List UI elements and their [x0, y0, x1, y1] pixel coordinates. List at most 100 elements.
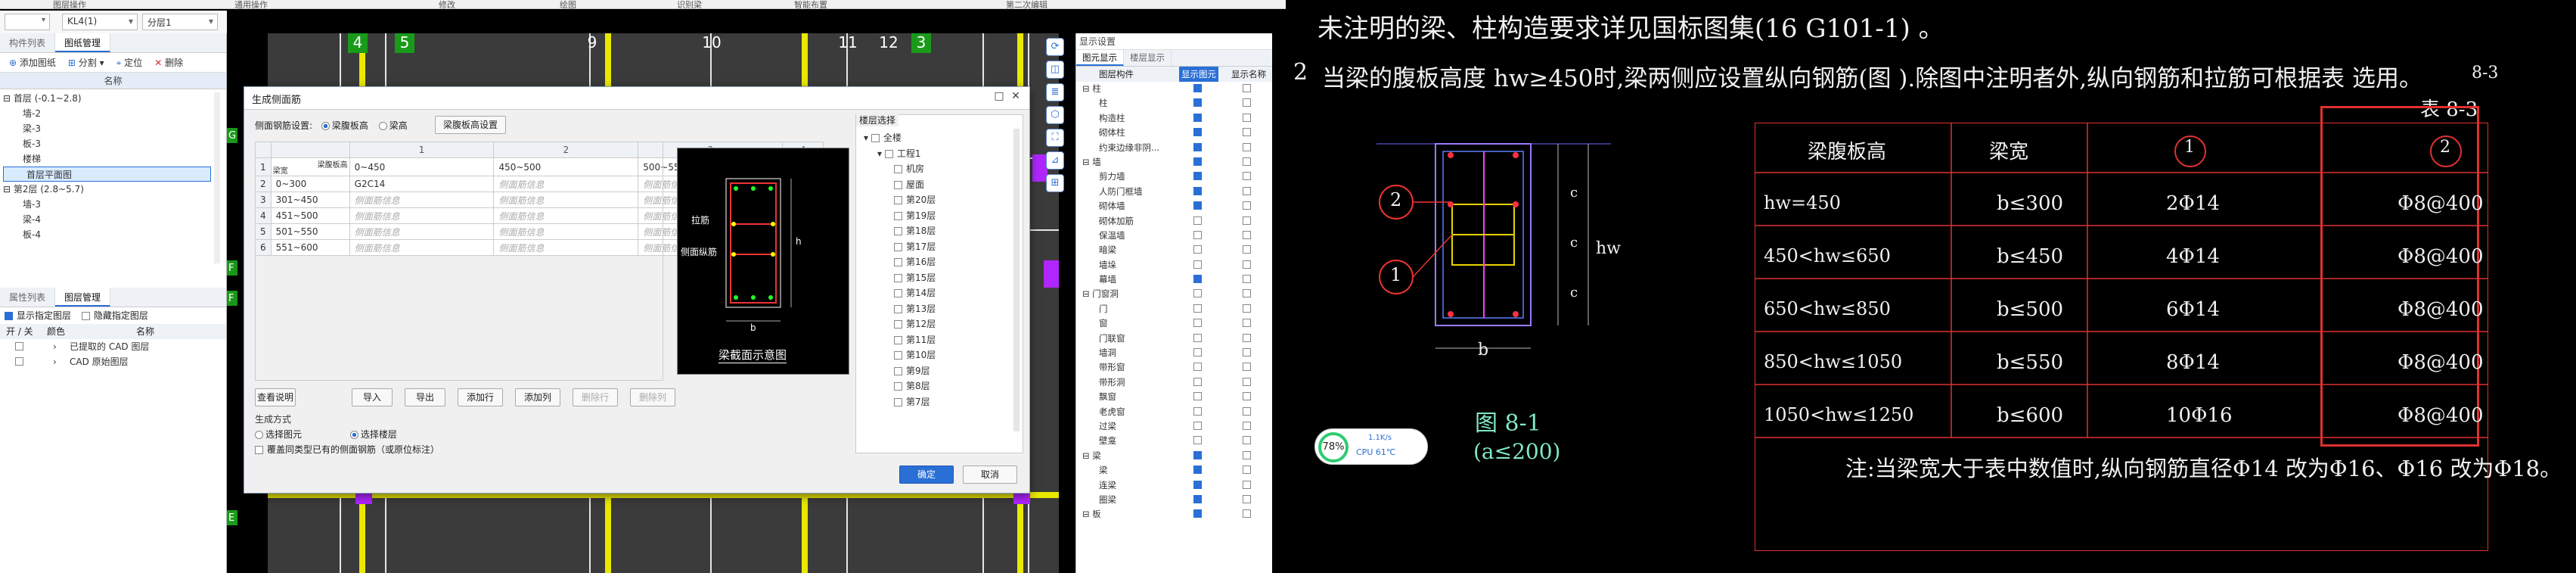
show-name-checkbox[interactable] — [1243, 509, 1251, 519]
show-element-checkbox[interactable] — [1193, 480, 1202, 489]
floor-item[interactable]: 第13层 — [894, 301, 1015, 317]
show-name-checkbox[interactable] — [1243, 275, 1251, 284]
table-cell[interactable]: 侧面筋信息 — [349, 192, 495, 208]
table-cell[interactable]: 侧面筋信息 — [349, 223, 495, 240]
display-row[interactable]: 壁龛 — [1076, 434, 1272, 448]
tree-item[interactable]: 板-4 — [23, 229, 41, 240]
display-row[interactable]: ⊟ 墙 — [1076, 155, 1272, 170]
display-row[interactable]: 剪力墙 — [1076, 170, 1272, 184]
fit-view-icon[interactable]: ⛶ — [1046, 129, 1064, 147]
display-row[interactable]: 墙垛 — [1076, 258, 1272, 272]
split-button[interactable]: ⊞ 分割 ▾ — [67, 58, 104, 68]
show-element-checkbox[interactable] — [1193, 157, 1202, 166]
add-column-button[interactable]: 添加列 — [515, 388, 560, 406]
display-row[interactable]: 砌体柱 — [1076, 126, 1272, 140]
show-element-checkbox[interactable] — [1193, 113, 1202, 122]
floor-item[interactable]: 第10层 — [894, 347, 1015, 363]
layer-combo[interactable]: 分层1 — [142, 14, 218, 30]
tab-drawing-management[interactable]: 图纸管理 — [55, 33, 111, 52]
perf-widget[interactable]: 78% 1.1K/s CPU 61℃ — [1314, 428, 1428, 465]
delete-row-button[interactable]: 删除行 — [573, 388, 618, 406]
show-name-checkbox[interactable] — [1243, 494, 1251, 503]
overwrite-checkbox[interactable] — [255, 446, 263, 454]
show-element-checkbox[interactable] — [1193, 245, 1202, 254]
ribbon-item[interactable]: 图层操作 — [53, 0, 86, 9]
show-element-checkbox[interactable] — [1193, 436, 1202, 445]
floor-item[interactable]: 第15层 — [894, 270, 1015, 286]
show-element-checkbox[interactable] — [1193, 98, 1202, 107]
show-name-checkbox[interactable] — [1243, 157, 1251, 166]
ribbon-item[interactable]: 通用操作 — [234, 0, 268, 9]
display-row[interactable]: 人防门框墙 — [1076, 185, 1272, 199]
layer-row[interactable]: › CAD 原始图层 — [0, 354, 226, 369]
floor-checkbox[interactable] — [894, 211, 902, 220]
tree-item[interactable]: 墙-2 — [23, 108, 41, 119]
gen-select-floor[interactable]: 选择楼层 — [349, 429, 397, 440]
cad-viewer[interactable]: 未注明的梁、柱构造要求详见国标图集(16 G101-1) 。 2 当梁的腹板高度… — [1286, 0, 2576, 573]
show-name-checkbox[interactable] — [1243, 421, 1251, 430]
ribbon-item[interactable]: 第二次编辑 — [1006, 0, 1047, 9]
layers-icon[interactable]: ≣ — [1046, 83, 1064, 101]
show-layer-checkbox[interactable] — [5, 312, 13, 320]
table-cell[interactable]: 侧面筋信息 — [349, 239, 495, 256]
floor-checkbox[interactable] — [894, 258, 902, 266]
floor-checkbox[interactable] — [894, 320, 902, 329]
floor-checkbox[interactable] — [894, 242, 902, 251]
display-row[interactable]: 门 — [1076, 302, 1272, 316]
display-row[interactable]: 保温墙 — [1076, 229, 1272, 243]
show-name-checkbox[interactable] — [1243, 289, 1251, 298]
show-name-checkbox[interactable] — [1243, 392, 1251, 401]
floor-checkbox[interactable] — [894, 196, 902, 204]
display-row[interactable]: 柱 — [1076, 96, 1272, 111]
show-name-checkbox[interactable] — [1243, 84, 1251, 92]
ribbon-item[interactable]: 识别梁 — [677, 0, 702, 9]
show-name-checkbox[interactable] — [1243, 450, 1251, 459]
table-cell[interactable]: 侧面筋信息 — [493, 223, 639, 240]
measure-icon[interactable]: ⊿ — [1046, 151, 1064, 170]
table-cell[interactable]: 0~450 — [349, 157, 495, 176]
display-row[interactable]: 窗 — [1076, 316, 1272, 331]
collapse-icon[interactable]: ⊟ — [1082, 450, 1093, 461]
display-row[interactable]: 墙洞 — [1076, 346, 1272, 360]
floor-scrollbar[interactable] — [1013, 129, 1020, 431]
show-element-checkbox[interactable] — [1193, 128, 1202, 137]
display-row[interactable]: 砌体加筋 — [1076, 214, 1272, 229]
tab-element-display[interactable]: 图元显示 — [1076, 50, 1124, 66]
show-element-checkbox[interactable] — [1193, 304, 1202, 313]
floor-item[interactable]: 第18层 — [894, 223, 1015, 239]
table-cell[interactable]: 侧面筋信息 — [493, 207, 639, 224]
level-combo[interactable] — [5, 14, 50, 30]
display-row[interactable]: 飘窗 — [1076, 390, 1272, 404]
ribbon-item[interactable]: 修改 — [439, 0, 455, 9]
show-element-checkbox[interactable] — [1193, 406, 1202, 416]
table-cell[interactable]: 551~600 — [270, 239, 350, 256]
tree-item[interactable]: 板-3 — [23, 139, 41, 149]
delete-column-button[interactable]: 删除列 — [630, 388, 675, 406]
show-name-checkbox[interactable] — [1243, 480, 1251, 489]
box-view-icon[interactable]: ◫ — [1046, 61, 1064, 79]
tree-item[interactable]: ⊟ 首层 (-0.1~2.8) — [3, 93, 82, 104]
show-element-checkbox[interactable] — [1193, 84, 1202, 92]
view-help-button[interactable]: 查看说明 — [255, 388, 296, 406]
floor-item[interactable]: 第11层 — [894, 332, 1015, 348]
collapse-icon[interactable]: ⊟ — [1082, 156, 1093, 167]
show-name-checkbox[interactable] — [1243, 98, 1251, 107]
table-cell[interactable]: 侧面筋信息 — [493, 192, 639, 208]
table-cell[interactable]: 301~450 — [270, 192, 350, 208]
show-name-checkbox[interactable] — [1243, 230, 1251, 239]
floor-item-project[interactable]: ▾ 工程1 — [877, 148, 921, 159]
table-cell[interactable]: G2C14 — [349, 176, 495, 192]
rotate-icon[interactable]: ⟳ — [1046, 38, 1064, 56]
radio-web-height[interactable]: 梁腹板高 — [321, 120, 368, 131]
floor-item[interactable]: 屋面 — [894, 177, 1015, 193]
hide-layer-checkbox[interactable] — [81, 312, 90, 320]
table-cell[interactable]: 0~300 — [270, 176, 350, 192]
floor-item[interactable]: 第17层 — [894, 239, 1015, 255]
tree-item[interactable]: 梁-4 — [23, 214, 41, 225]
floor-item[interactable]: 第7层 — [894, 394, 1015, 410]
floor-item[interactable]: 第19层 — [894, 208, 1015, 224]
radio-beam-height-dot[interactable] — [378, 122, 387, 130]
floor-item[interactable]: 第9层 — [894, 363, 1015, 379]
layer-row[interactable]: › 已提取的 CAD 图层 — [0, 339, 226, 354]
component-combo[interactable]: KL4(1) — [62, 14, 138, 30]
